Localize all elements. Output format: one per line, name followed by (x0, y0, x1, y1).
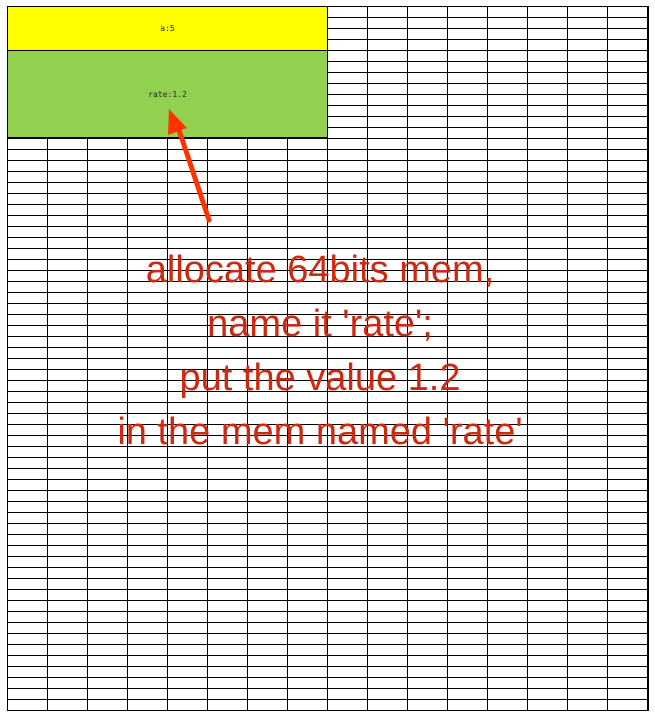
memory-cell-a: a:5 (7, 6, 328, 51)
memory-cell-rate-label: rate:1.2 (148, 89, 187, 99)
caption-line-3: put the value 1.2 (179, 357, 461, 399)
arrow-shaft (176, 127, 212, 223)
arrow-head (168, 109, 187, 135)
caption-line-2: name it 'rate'; (207, 303, 433, 345)
caption-line-1: allocate 64bits mem, (145, 249, 495, 291)
memory-cell-a-label: a:5 (160, 24, 175, 33)
annotation-caption: allocate 64bits mem, name it 'rate'; put… (0, 243, 640, 459)
memory-cell-rate: rate:1.2 (7, 50, 328, 138)
caption-line-4: in the mem named 'rate' (117, 411, 523, 453)
